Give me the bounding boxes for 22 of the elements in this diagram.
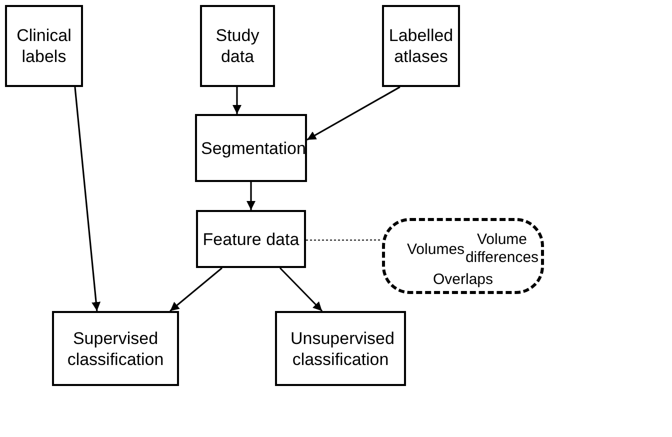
feature-label: Overlaps bbox=[433, 271, 494, 289]
feature-label: Volumes bbox=[407, 241, 465, 259]
process-box bbox=[52, 311, 179, 386]
process-box bbox=[5, 5, 83, 87]
process-box bbox=[200, 5, 275, 87]
arrow bbox=[246, 182, 256, 210]
arrow bbox=[279, 267, 323, 312]
box-label: Supervised classification bbox=[66, 328, 165, 370]
box-label: Labelled atlases bbox=[388, 25, 454, 67]
feature-label: Volume differences bbox=[465, 231, 539, 267]
arrow bbox=[74, 86, 101, 312]
arrow bbox=[306, 86, 400, 141]
process-box bbox=[275, 311, 406, 386]
connector-line bbox=[306, 240, 382, 241]
process-box bbox=[196, 210, 306, 268]
process-box bbox=[195, 114, 307, 182]
arrow bbox=[170, 267, 222, 312]
arrow bbox=[232, 87, 242, 114]
box-label: Feature data bbox=[202, 228, 300, 250]
process-box bbox=[382, 5, 460, 87]
box-label: Clinical labels bbox=[16, 25, 72, 67]
box-label: Study data bbox=[214, 25, 260, 67]
